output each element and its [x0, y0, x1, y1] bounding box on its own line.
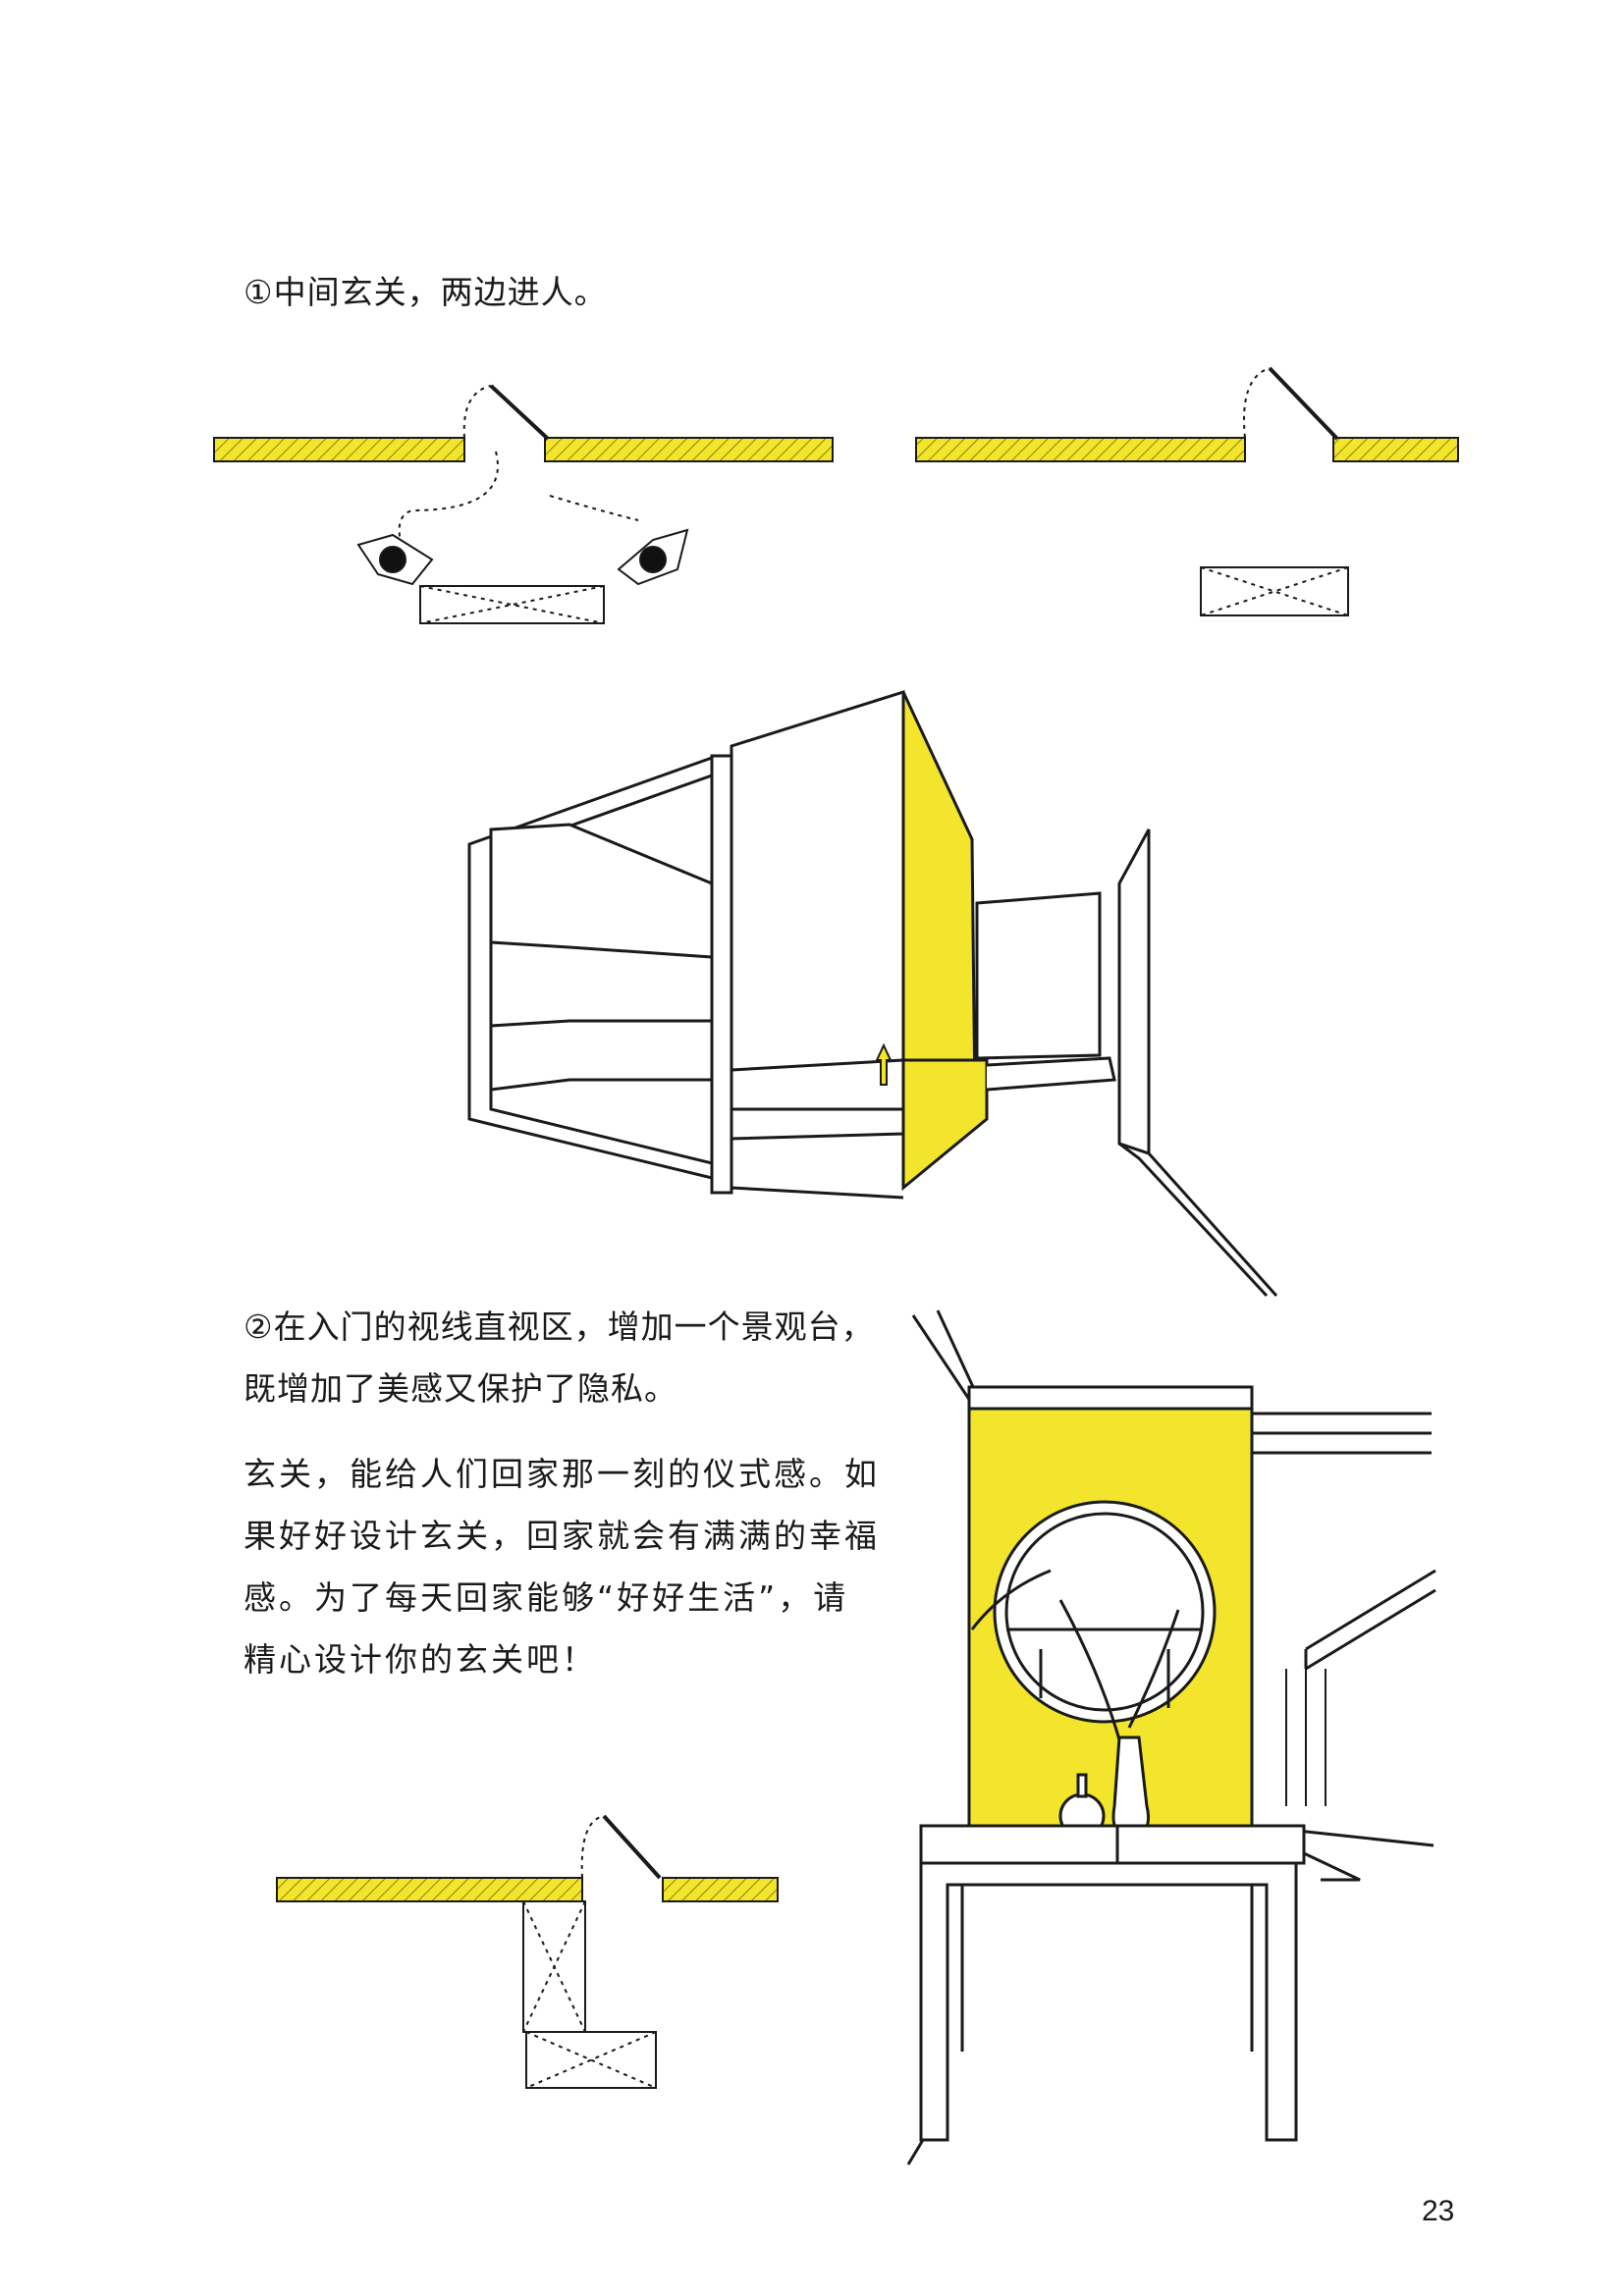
page-number: 23	[1422, 2195, 1455, 2227]
section2-heading-line: ②在入门的视线直视区，增加一个景观台，	[244, 1308, 875, 1346]
eye-icon	[617, 528, 689, 586]
floor-plan-landscape-table	[276, 1814, 779, 2089]
floor-plan-center-entry	[213, 384, 834, 624]
floor-plan-side-entry	[915, 366, 1459, 616]
body-paragraph-line: 精心设计你的玄关吧！	[244, 1640, 597, 1679]
eye-icon	[356, 533, 434, 586]
entryway-perspective-drawing	[467, 689, 1278, 1298]
section1-heading: ①中间玄关，两边进人。	[244, 273, 608, 311]
console-table-illustration	[906, 1309, 1436, 2165]
body-paragraph-line: 果好好设计玄关，回家就会有满满的幸福	[244, 1517, 880, 1555]
body-paragraph-line: 玄关，能给人们回家那一刻的仪式感。如	[244, 1455, 880, 1493]
body-paragraph-line: 感。为了每天回家能够“好好生活”，请	[244, 1578, 849, 1617]
section2-heading-line: 既增加了美感又保护了隐私。	[244, 1369, 677, 1408]
